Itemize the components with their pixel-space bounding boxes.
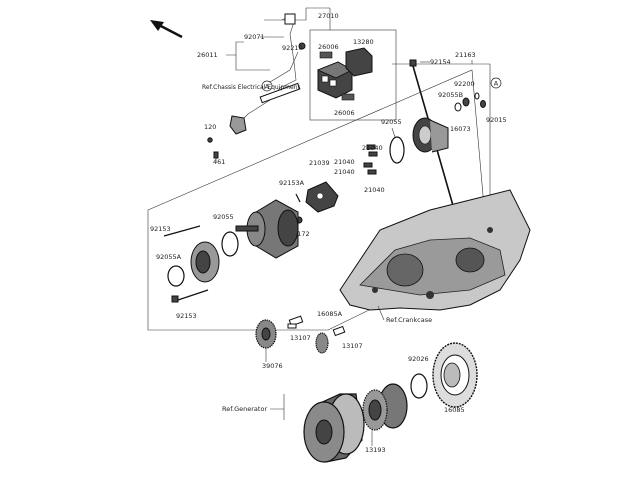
- label-92154: 92154: [430, 58, 451, 66]
- label-92055-left: 92055: [213, 213, 234, 221]
- starter-end-cover: [412, 117, 449, 153]
- label-39076: 39076: [262, 362, 283, 370]
- label-461: 461: [213, 158, 225, 166]
- label-21040-c: 21040: [334, 168, 355, 176]
- ref-crankcase-label: Ref.Crankcase: [386, 316, 432, 324]
- screw-92153a: [295, 193, 301, 203]
- ref-generator-label: Ref.Generator: [222, 405, 267, 413]
- starter-front-cover: [190, 241, 220, 283]
- bolts-92153: [163, 225, 209, 303]
- ref-circle-right: A: [490, 77, 502, 89]
- label-92071: 92071: [244, 33, 265, 41]
- label-13193: 13193: [365, 446, 386, 454]
- ref-circle-left-label: A: [265, 83, 270, 91]
- label-13107-b: 13107: [342, 342, 363, 350]
- gear-16085a: [315, 332, 329, 354]
- fuse-clip-top: [319, 51, 333, 59]
- ref-chassis-electrical-label: Ref.Chassis Electrical Equipment: [202, 84, 300, 91]
- one-way-clutch-13193: [362, 383, 408, 431]
- starter-motor-yoke: [235, 199, 299, 259]
- label-21040-b: 21040: [334, 158, 355, 166]
- label-92055a: 92055A: [156, 253, 182, 261]
- label-92026: 92026: [408, 355, 429, 363]
- label-92172: 92172: [289, 230, 310, 238]
- label-92153a: 92153A: [279, 179, 305, 187]
- label-26006-bottom: 26006: [334, 109, 355, 117]
- label-92055b: 92055B: [438, 91, 463, 99]
- label-21040-a: 21040: [362, 144, 383, 152]
- fuse-clip-bottom: [341, 93, 355, 101]
- relay-group-box: [264, 7, 397, 121]
- o-ring-92055-mid: [389, 136, 405, 164]
- label-13280: 13280: [353, 38, 374, 46]
- label-26011: 26011: [197, 51, 218, 59]
- label-21039: 21039: [309, 159, 330, 167]
- brush-holder-21039: [305, 181, 339, 213]
- label-26006-top: 26006: [318, 43, 339, 51]
- label-16073: 16073: [450, 125, 471, 133]
- label-92055-mid: 92055: [381, 118, 402, 126]
- label-120: 120: [204, 123, 216, 131]
- ref-circle-right-label: A: [494, 80, 499, 88]
- crankcase: [339, 189, 531, 311]
- label-16085a: 16085A: [317, 310, 343, 318]
- ref-circle-left: A: [261, 80, 273, 92]
- label-27010: 27010: [318, 12, 339, 20]
- label-13107-a: 13107: [290, 334, 311, 342]
- label-92153-bottom: 92153: [176, 312, 197, 320]
- shaft-13107-b: [332, 325, 346, 337]
- label-92153-top: 92153: [150, 225, 171, 233]
- label-21163: 21163: [455, 51, 476, 59]
- starter-relay: [316, 61, 353, 99]
- label-92210: 92210: [282, 44, 303, 52]
- o-ring-92055-left: [221, 231, 239, 257]
- o-ring-92055a: [167, 265, 185, 287]
- label-21040-d: 21040: [364, 186, 385, 194]
- relay-fuse-cover: [345, 47, 373, 77]
- starter-gear-16085: [432, 342, 478, 408]
- label-92200: 92200: [454, 80, 475, 88]
- front-arrow-icon: [150, 20, 183, 39]
- shaft-13107-a: [287, 315, 304, 329]
- wiring-harness: [207, 13, 306, 159]
- washer-stack: [454, 92, 486, 112]
- idle-gear-39076: [255, 319, 277, 349]
- label-16085: 16085: [444, 406, 465, 414]
- brushes-21040: [363, 144, 378, 175]
- label-92015: 92015: [486, 116, 507, 124]
- flywheel-rotor: [303, 393, 365, 463]
- washer-92026: [410, 373, 428, 399]
